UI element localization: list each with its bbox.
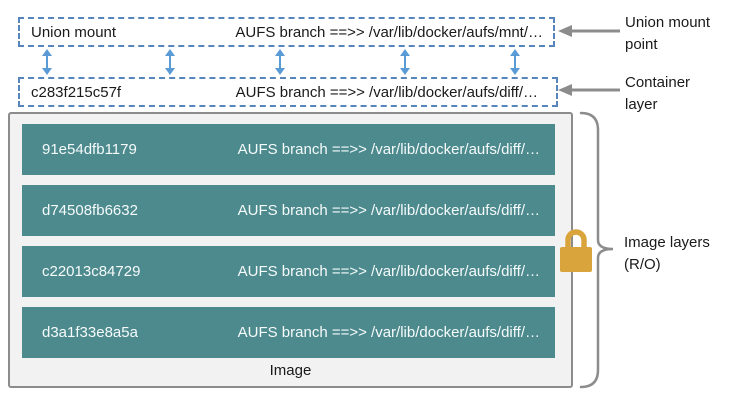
image-layer-row: c22013c84729 AUFS branch ==>> /var/lib/d… xyxy=(22,246,555,297)
union-mount-label: Union mount xyxy=(31,23,117,41)
annotation-line: layer xyxy=(625,96,658,113)
layer-id: 91e54dfb1179 xyxy=(42,141,137,158)
annotation-line: Image layers xyxy=(624,234,710,251)
link-arrow-icon xyxy=(275,49,285,75)
image-layer-row: 91e54dfb1179 AUFS branch ==>> /var/lib/d… xyxy=(22,124,555,175)
layer-branch-path: AUFS branch ==>> /var/lib/docker/aufs/di… xyxy=(237,141,540,158)
container-layer-annotation: Container layer xyxy=(625,72,690,116)
image-box: 91e54dfb1179 AUFS branch ==>> /var/lib/d… xyxy=(8,112,573,388)
container-layer-box: c283f215c57f AUFS branch ==>> /var/lib/d… xyxy=(18,77,558,107)
union-mount-box: Union mount AUFS branch ==>> /var/lib/do… xyxy=(18,17,555,47)
layer-branch-path: AUFS branch ==>> /var/lib/docker/aufs/di… xyxy=(237,263,540,280)
link-arrow-icon xyxy=(42,49,52,75)
left-arrow-icon xyxy=(558,84,620,96)
image-layers-annotation: Image layers (R/O) xyxy=(624,232,710,276)
link-arrow-icon xyxy=(400,49,410,75)
annotation-line: Union mount xyxy=(625,14,711,31)
layer-branch-path: AUFS branch ==>> /var/lib/docker/aufs/di… xyxy=(237,324,540,341)
layer-id: d3a1f33e8a5a xyxy=(42,324,138,341)
left-arrow-icon xyxy=(558,25,620,37)
layer-branch-path: AUFS branch ==>> /var/lib/docker/aufs/di… xyxy=(237,202,540,219)
layer-id: c22013c84729 xyxy=(42,263,141,280)
image-layer-row: d3a1f33e8a5a AUFS branch ==>> /var/lib/d… xyxy=(22,307,555,358)
union-mount-point-annotation: Union mount point xyxy=(625,12,710,56)
image-layer-row: d74508fb6632 AUFS branch ==>> /var/lib/d… xyxy=(22,185,555,236)
annotation-line: point xyxy=(625,36,658,53)
container-layer-branch-path: AUFS branch ==>> /var/lib/docker/aufs/di… xyxy=(235,83,538,101)
link-arrow-icon xyxy=(510,49,520,75)
layer-id: d74508fb6632 xyxy=(42,202,138,219)
container-layer-id: c283f215c57f xyxy=(31,83,122,101)
annotation-line: (R/O) xyxy=(624,256,661,273)
link-arrow-icon xyxy=(165,49,175,75)
annotation-line: Container xyxy=(625,74,691,91)
image-layers-brace xyxy=(579,111,614,389)
union-mount-branch-path: AUFS branch ==>> /var/lib/docker/aufs/mn… xyxy=(235,23,543,41)
image-caption: Image xyxy=(269,362,312,379)
lock-icon xyxy=(560,229,592,272)
